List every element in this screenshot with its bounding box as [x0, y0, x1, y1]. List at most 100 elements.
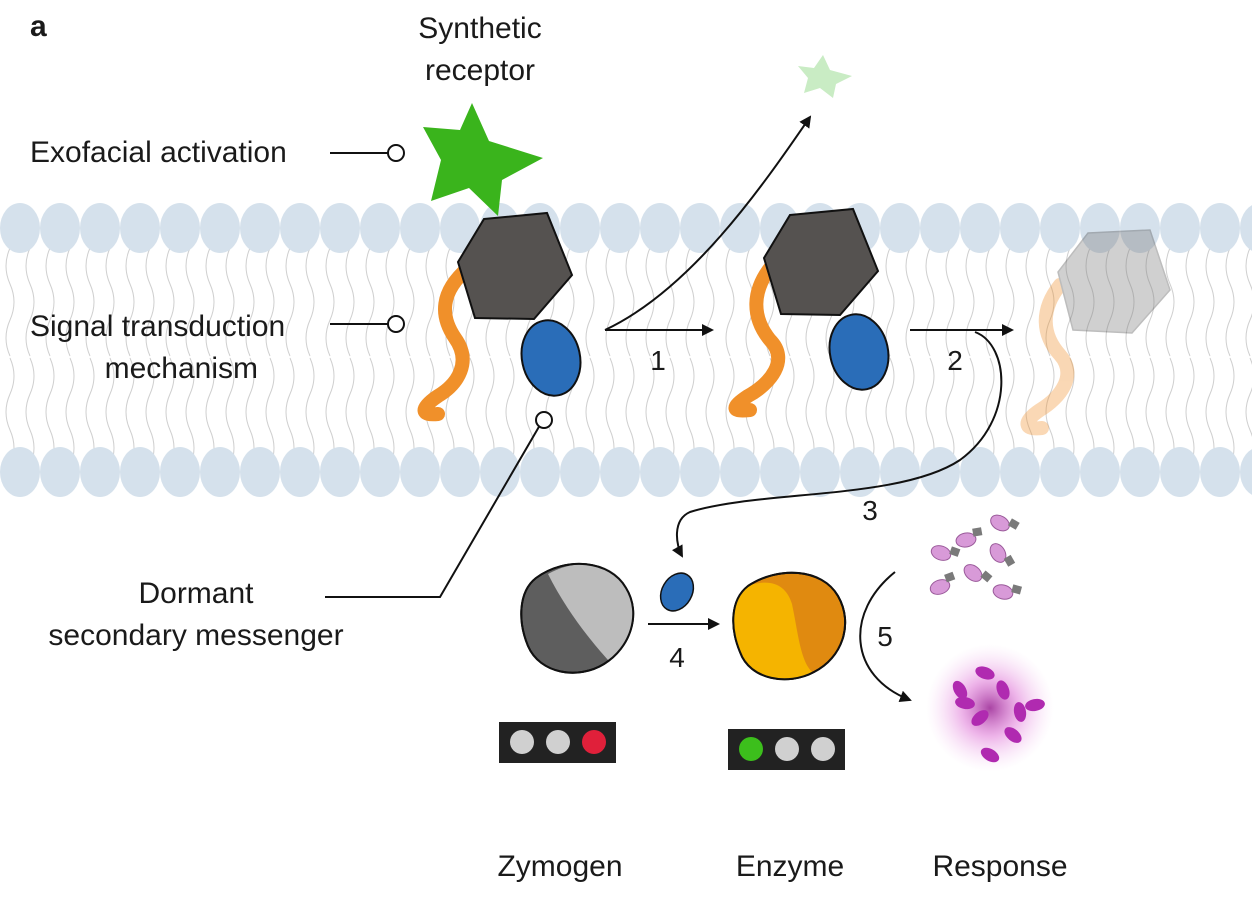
lipid-tail: [1105, 357, 1115, 467]
lipid-head: [920, 447, 960, 497]
lipid-head: [200, 447, 240, 497]
lipid-heads-top: [0, 203, 1252, 253]
lipid-tail: [685, 247, 695, 357]
lipid-tail: [1185, 357, 1195, 467]
lipid-tail: [805, 357, 815, 467]
exofacial-pointer-dot: [387, 144, 405, 162]
zymogen: [520, 562, 635, 674]
lipid-head: [0, 447, 40, 497]
synthetic-receptor-label-line1: Synthetic: [418, 12, 541, 45]
receptor-hexagon-2: [762, 207, 880, 317]
product-molecule: [930, 545, 961, 561]
enzyme: [732, 571, 847, 681]
exofacial-activation-label: Exofacial activation: [30, 136, 287, 169]
lipid-head: [920, 203, 960, 253]
enzyme-indicator-light-3: [811, 737, 835, 761]
lipid-tail: [1165, 357, 1175, 467]
lipid-tail: [705, 247, 715, 357]
lipid-tail: [25, 247, 35, 357]
lipid-tail: [1125, 247, 1135, 357]
lipid-tail: [505, 357, 515, 467]
lipid-head: [80, 447, 120, 497]
lipid-head: [240, 447, 280, 497]
lipid-tail: [5, 247, 15, 357]
lipid-head: [360, 203, 400, 253]
lipid-tail: [925, 357, 935, 467]
released-star: [798, 55, 852, 98]
messenger-ellipse-2: [828, 313, 890, 391]
enzyme-indicator-light-2: [775, 737, 799, 761]
lipid-tail: [285, 247, 295, 357]
lipid-tail: [885, 357, 895, 467]
lipid-head: [1040, 447, 1080, 497]
response-molecule: [955, 696, 975, 710]
lipid-head: [120, 447, 160, 497]
lipid-tail: [605, 247, 615, 357]
lipid-tail: [825, 357, 835, 467]
lipid-head: [40, 203, 80, 253]
response-label: Response: [932, 850, 1067, 883]
panel-letter: a: [30, 10, 47, 43]
enzyme-indicator: [728, 729, 845, 770]
lipid-head: [0, 203, 40, 253]
zymogen-indicator-light-3: [582, 730, 606, 754]
signal-transduction-label-line1: Signal transduction: [30, 310, 285, 343]
receptor-complex-faded: [1020, 229, 1171, 436]
lipid-tail: [1145, 247, 1155, 357]
response-glow: [926, 644, 1054, 772]
lipid-tail: [725, 357, 735, 467]
lipid-tail: [585, 357, 595, 467]
lipid-tail: [1225, 247, 1235, 357]
lipid-head: [560, 203, 600, 253]
lipid-tail: [945, 357, 955, 467]
lipid-tail: [425, 247, 435, 357]
receptor-complex-activated: [728, 207, 890, 418]
lipid-head: [1000, 447, 1040, 497]
lipid-head: [1160, 203, 1200, 253]
lipid-tail: [1005, 357, 1015, 467]
lipid-tail: [5, 357, 15, 467]
lipid-tail: [245, 357, 255, 467]
arrow-5: [859, 571, 912, 702]
lipid-tail: [1245, 357, 1252, 467]
response-molecule: [1013, 702, 1027, 722]
lipid-tail: [1085, 357, 1095, 467]
response-molecule: [1025, 698, 1045, 712]
lipid-tail: [785, 357, 795, 467]
step-5-label: 5: [877, 621, 893, 652]
lipid-tail: [225, 247, 235, 357]
lipid-tail: [105, 247, 115, 357]
lipid-tail: [585, 247, 595, 357]
lipid-tail: [165, 247, 175, 357]
lipid-head: [160, 203, 200, 253]
messenger-ellipse-1: [520, 319, 582, 397]
lipid-tail: [485, 357, 495, 467]
lipid-head: [760, 447, 800, 497]
secondary-messenger: [659, 572, 695, 612]
arrow-3: [671, 331, 1003, 558]
lipid-head: [1240, 449, 1252, 495]
lipid-tail: [305, 357, 315, 467]
tail-1: [417, 261, 475, 422]
zymogen-indicator: [499, 722, 616, 763]
ligand-star: [423, 103, 543, 216]
lipid-head: [1080, 203, 1120, 253]
signal-transduction-label-line2: mechanism: [105, 352, 258, 385]
lipid-tail: [325, 247, 335, 357]
lipid-tail: [85, 247, 95, 357]
lipid-tail: [285, 357, 295, 467]
zymogen-indicator-light-2: [546, 730, 570, 754]
lipid-head: [880, 447, 920, 497]
lipid-head: [160, 447, 200, 497]
synthetic-receptor-label-line2: receptor: [425, 54, 535, 87]
dormant-pointer-dot: [535, 411, 553, 429]
response-molecule: [975, 666, 995, 680]
lipid-tail: [1125, 357, 1135, 467]
lipid-tail: [685, 357, 695, 467]
lipid-head: [520, 447, 560, 497]
enzyme-front: [733, 582, 812, 680]
lipid-head: [440, 447, 480, 497]
tail-3: [1020, 278, 1075, 436]
lipid-heads-bottom: [0, 447, 1252, 497]
lipid-tail: [625, 357, 635, 467]
